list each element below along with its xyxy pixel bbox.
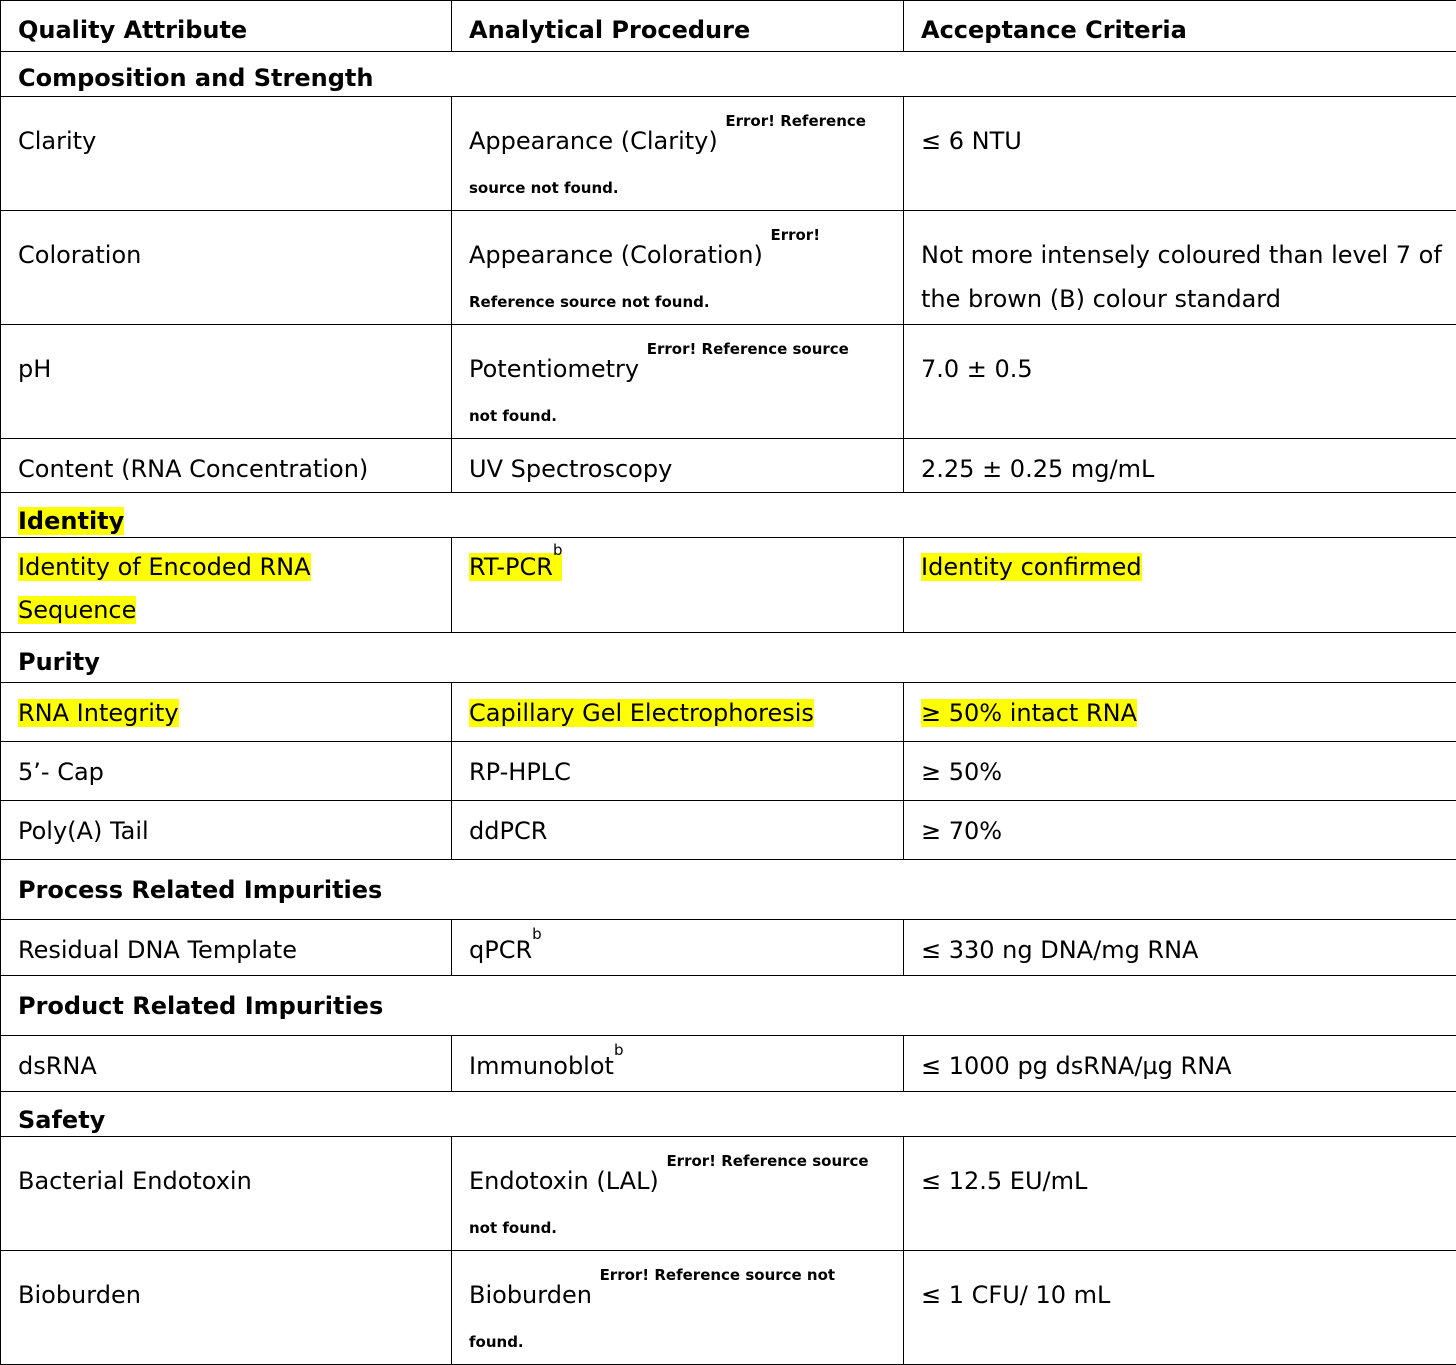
table-row-dsrna: dsRNA Immunoblotb ≤ 1000 pg dsRNA/µg RNA — [1, 1036, 1456, 1092]
cell-criteria: 2.25 ± 0.25 mg/mL — [904, 439, 1456, 493]
cell-procedure: Immunoblotb — [452, 1036, 904, 1092]
reference-error-text-cont: source not found. — [469, 179, 619, 197]
cell-criteria: Not more intensely coloured than level 7… — [904, 211, 1456, 325]
section-title: Identity — [18, 507, 124, 535]
reference-error-text-cont: not found. — [469, 407, 557, 425]
table-row-content: Content (RNA Concentration) UV Spectrosc… — [1, 439, 1456, 493]
cell-attribute: Bioburden — [1, 1251, 452, 1365]
cell-procedure: UV Spectroscopy — [452, 439, 904, 493]
cell-procedure: qPCRb — [452, 920, 904, 976]
table-row-residual-dna-template: Residual DNA Template qPCRb ≤ 330 ng DNA… — [1, 920, 1456, 976]
table-row-bacterial-endotoxin: Bacterial Endotoxin Endotoxin (LAL) Erro… — [1, 1137, 1456, 1251]
section-title: Composition and Strength — [18, 64, 373, 92]
cell-procedure: Capillary Gel Electrophoresis — [452, 683, 904, 742]
reference-error-text: Error! Reference source — [666, 1152, 868, 1170]
cell-attribute: RNA Integrity — [1, 683, 452, 742]
table-row-rna-integrity: RNA Integrity Capillary Gel Electrophore… — [1, 683, 1456, 742]
cell-attribute: Bacterial Endotoxin — [1, 1137, 452, 1251]
table-header-row: Quality Attribute Analytical Procedure A… — [1, 1, 1456, 52]
table-row-5-cap: 5’- Cap RP-HPLC ≥ 50% — [1, 742, 1456, 801]
section-row-identity: Identity — [1, 493, 1456, 538]
section-row-composition-and-strength: Composition and Strength — [1, 52, 1456, 97]
cell-procedure: RP-HPLC — [452, 742, 904, 801]
footnote-marker: b — [532, 925, 542, 943]
table-row-clarity: Clarity Appearance (Clarity) Error! Refe… — [1, 97, 1456, 211]
cell-procedure: ddPCR — [452, 801, 904, 860]
footnote-marker: b — [614, 1041, 624, 1059]
cell-attribute: Residual DNA Template — [1, 920, 452, 976]
reference-error-text: Error! Reference source — [647, 340, 849, 358]
cell-attribute: Clarity — [1, 97, 452, 211]
table-row-poly-a-tail: Poly(A) Tail ddPCR ≥ 70% — [1, 801, 1456, 860]
table-row-ph: pH Potentiometry Error! Reference source… — [1, 325, 1456, 439]
cell-criteria: ≥ 70% — [904, 801, 1456, 860]
cell-attribute: 5’- Cap — [1, 742, 452, 801]
section-title: Purity — [18, 648, 100, 676]
reference-error-text-cont: found. — [469, 1333, 524, 1351]
header-quality-attribute: Quality Attribute — [1, 1, 452, 52]
cell-procedure: RT-PCRb — [452, 538, 904, 633]
footnote-marker: b — [553, 541, 563, 559]
reference-error-text-cont: not found. — [469, 1219, 557, 1237]
cell-criteria: Identity confirmed — [904, 538, 1456, 633]
header-analytical-procedure: Analytical Procedure — [452, 1, 904, 52]
reference-error-text: Error! Reference source not — [600, 1266, 836, 1284]
reference-error-text: Error! Reference — [725, 112, 866, 130]
cell-procedure: Appearance (Coloration) Error!Reference … — [452, 211, 904, 325]
section-title: Process Related Impurities — [18, 876, 382, 904]
cell-criteria: ≥ 50% intact RNA — [904, 683, 1456, 742]
cell-criteria: ≤ 6 NTU — [904, 97, 1456, 211]
section-row-process-related-impurities: Process Related Impurities — [1, 860, 1456, 920]
cell-attribute: Coloration — [1, 211, 452, 325]
cell-criteria: ≤ 1 CFU/ 10 mL — [904, 1251, 1456, 1365]
table-row-coloration: Coloration Appearance (Coloration) Error… — [1, 211, 1456, 325]
section-row-safety: Safety — [1, 1092, 1456, 1137]
cell-attribute: dsRNA — [1, 1036, 452, 1092]
section-title: Safety — [18, 1106, 105, 1134]
header-acceptance-criteria: Acceptance Criteria — [904, 1, 1456, 52]
cell-criteria: ≤ 330 ng DNA/mg RNA — [904, 920, 1456, 976]
reference-error-text-cont: Reference source not found. — [469, 293, 710, 311]
cell-criteria: ≤ 12.5 EU/mL — [904, 1137, 1456, 1251]
cell-attribute: Poly(A) Tail — [1, 801, 452, 860]
cell-criteria: 7.0 ± 0.5 — [904, 325, 1456, 439]
section-title: Product Related Impurities — [18, 992, 383, 1020]
reference-error-text: Error! — [770, 226, 820, 244]
cell-criteria: ≤ 1000 pg dsRNA/µg RNA — [904, 1036, 1456, 1092]
section-row-product-related-impurities: Product Related Impurities — [1, 976, 1456, 1036]
table-row-bioburden: Bioburden Bioburden Error! Reference sou… — [1, 1251, 1456, 1365]
cell-attribute: pH — [1, 325, 452, 439]
section-row-purity: Purity — [1, 633, 1456, 683]
cell-attribute: Content (RNA Concentration) — [1, 439, 452, 493]
cell-criteria: ≥ 50% — [904, 742, 1456, 801]
